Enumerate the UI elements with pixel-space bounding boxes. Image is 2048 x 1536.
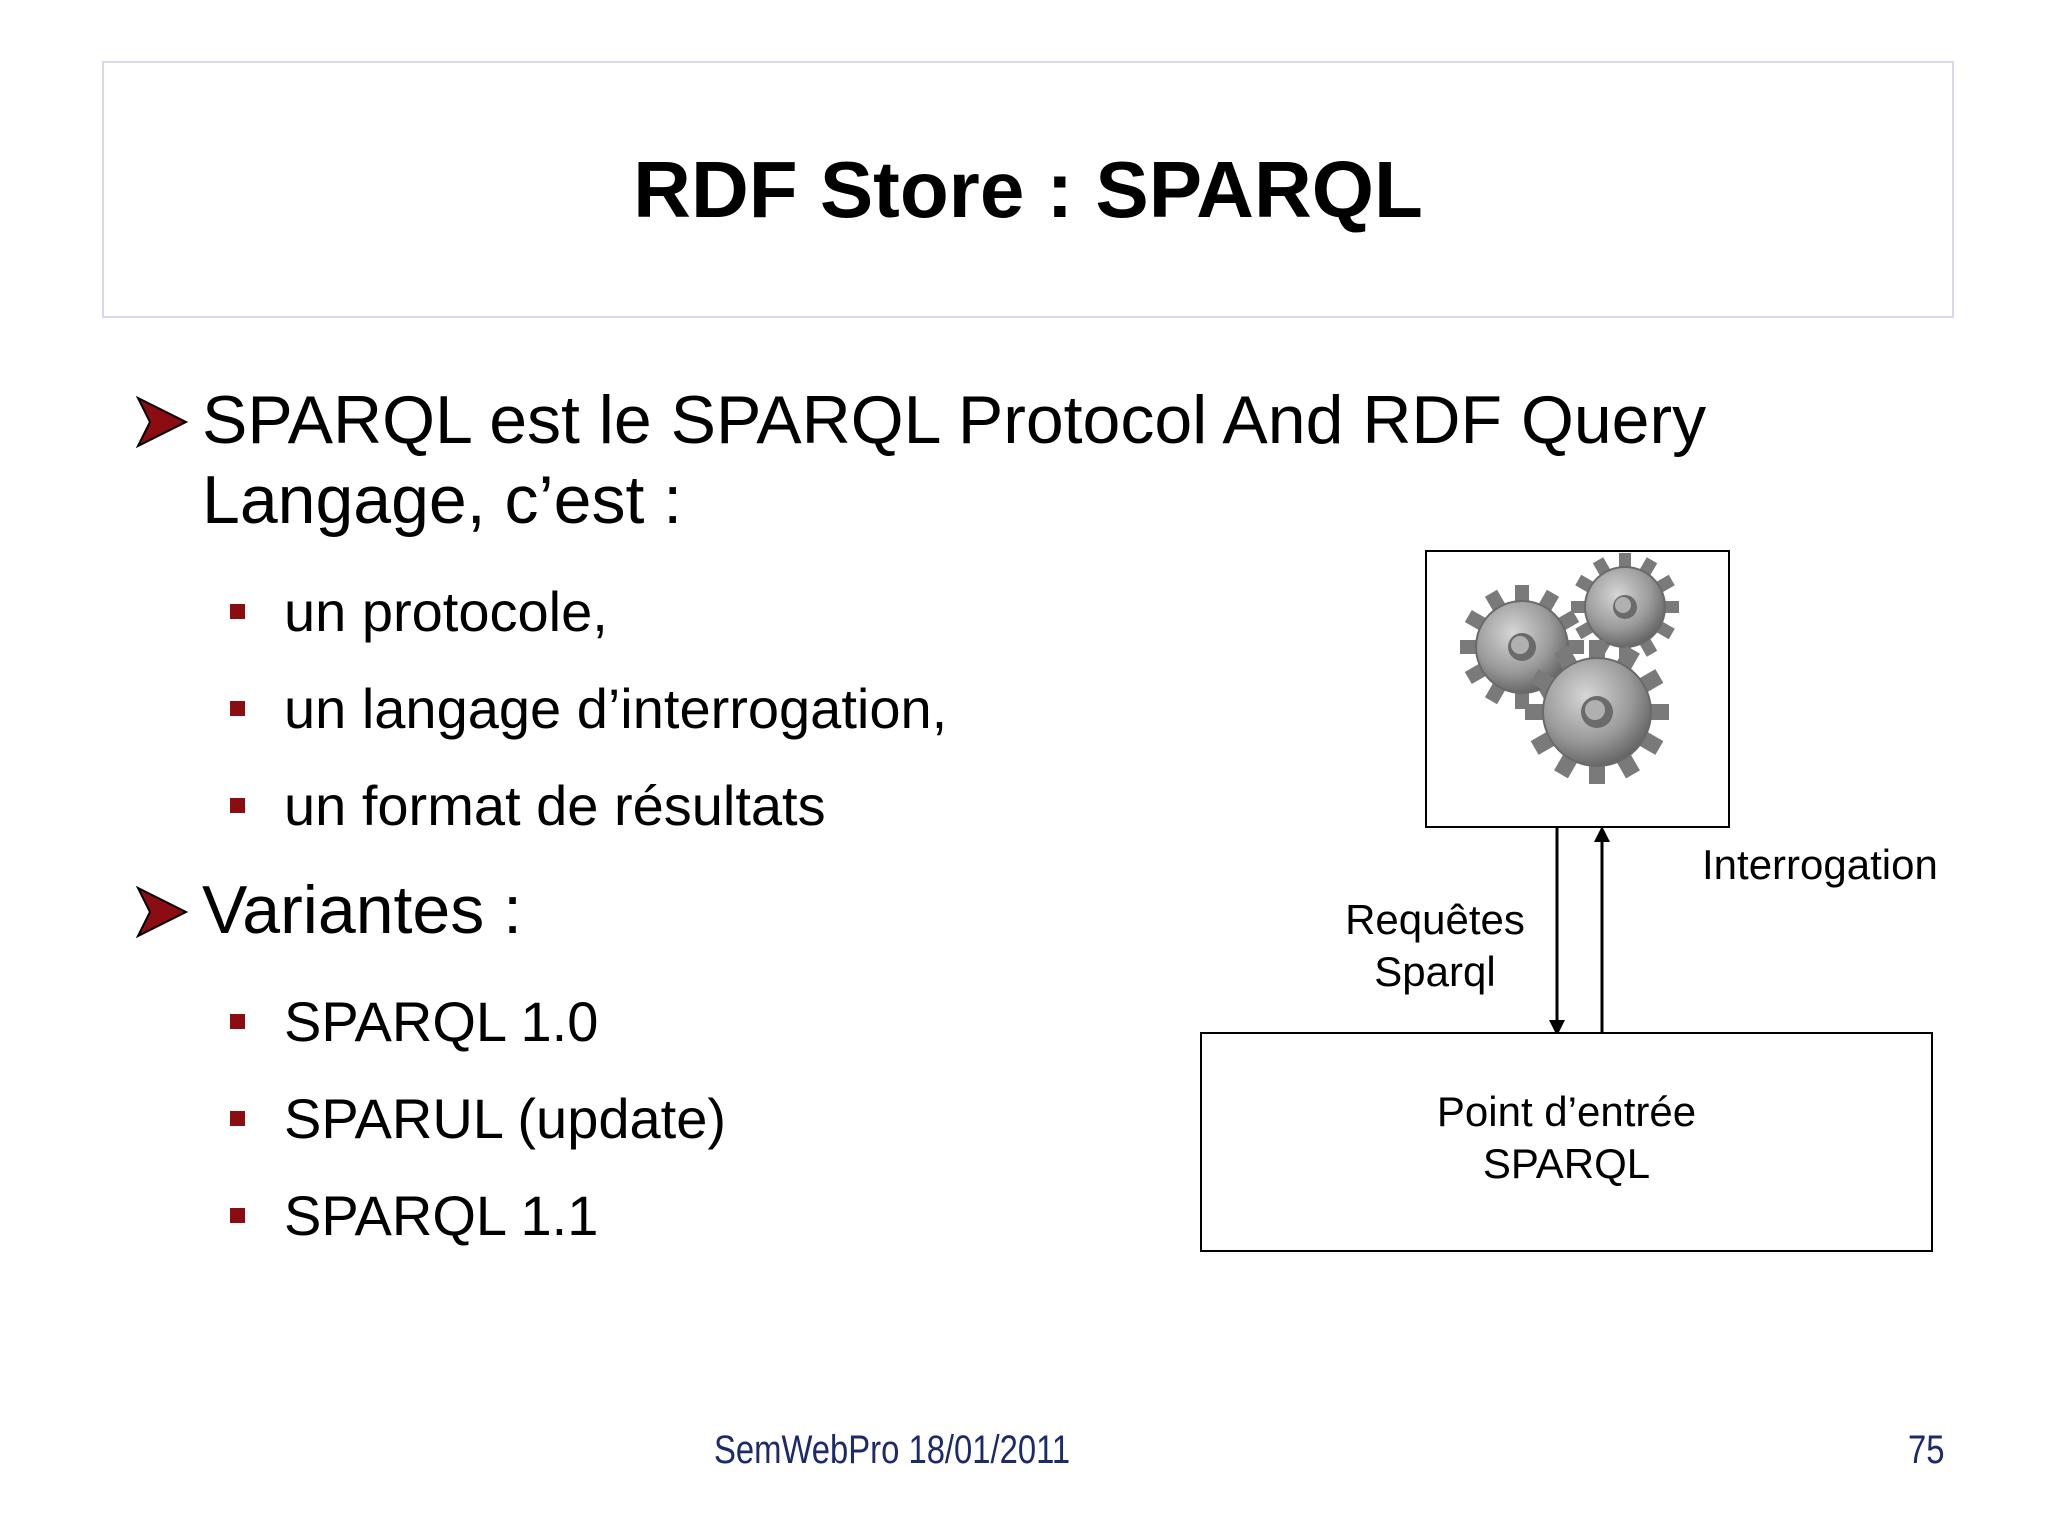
bullet-text-line1: Variantes :: [202, 872, 523, 948]
rdf-store-box: [1425, 550, 1730, 828]
arrow-up-icon: [1594, 826, 1610, 842]
endpoint-label-line2: SPARQL: [1482, 1140, 1651, 1187]
square-bullet-icon: [230, 798, 245, 813]
square-bullet-icon: [230, 1014, 245, 1029]
sub-bullet-text: un protocole,: [284, 580, 608, 643]
sparql-endpoint-box: Point d’entrée SPARQL: [1200, 1032, 1933, 1252]
footer-event: SemWebPro 18/01/2011: [714, 1428, 1071, 1472]
title-box: RDF Store : SPARQL: [102, 61, 1954, 318]
square-bullet-icon: [230, 1111, 245, 1126]
square-bullet-icon: [230, 1208, 245, 1223]
sub-bullet-text: SPARQL 1.0: [284, 990, 599, 1053]
sub-bullet-text: un format de résultats: [284, 774, 826, 837]
sub-bullet-text: un langage d’interrogation,: [284, 677, 948, 740]
square-bullet-icon: [230, 604, 245, 619]
slide-title: RDF Store : SPARQL: [633, 144, 1423, 234]
arrow-bullet-icon: [136, 396, 188, 448]
endpoint-label-line1: Point d’entrée: [1436, 1088, 1697, 1135]
label-requetes-line2: Sparql: [1374, 948, 1496, 995]
page-number: 75: [1908, 1428, 1945, 1472]
gears-icon: [1460, 553, 1679, 784]
arrow-down-icon: [1549, 1020, 1565, 1036]
bullet-variantes: Variantes :: [136, 870, 1896, 960]
bullet-sparql-definition: SPARQL est le SPARQL Protocol And RDF Qu…: [136, 380, 1896, 550]
sub-bullet-text: SPARQL 1.1: [284, 1184, 599, 1247]
sub-bullet-text: SPARUL (update): [284, 1087, 726, 1150]
label-requetes-line1: Requêtes: [1345, 896, 1525, 943]
bullet-text-line2: Langage, c’est :: [202, 462, 683, 538]
square-bullet-icon: [230, 701, 245, 716]
arrow-bullet-icon: [136, 886, 188, 938]
label-interrogation: Interrogation: [1702, 841, 1938, 888]
connector-arrows: [1549, 826, 1610, 1036]
bullet-text-line1: SPARQL est le SPARQL Protocol And RDF Qu…: [202, 382, 1707, 458]
